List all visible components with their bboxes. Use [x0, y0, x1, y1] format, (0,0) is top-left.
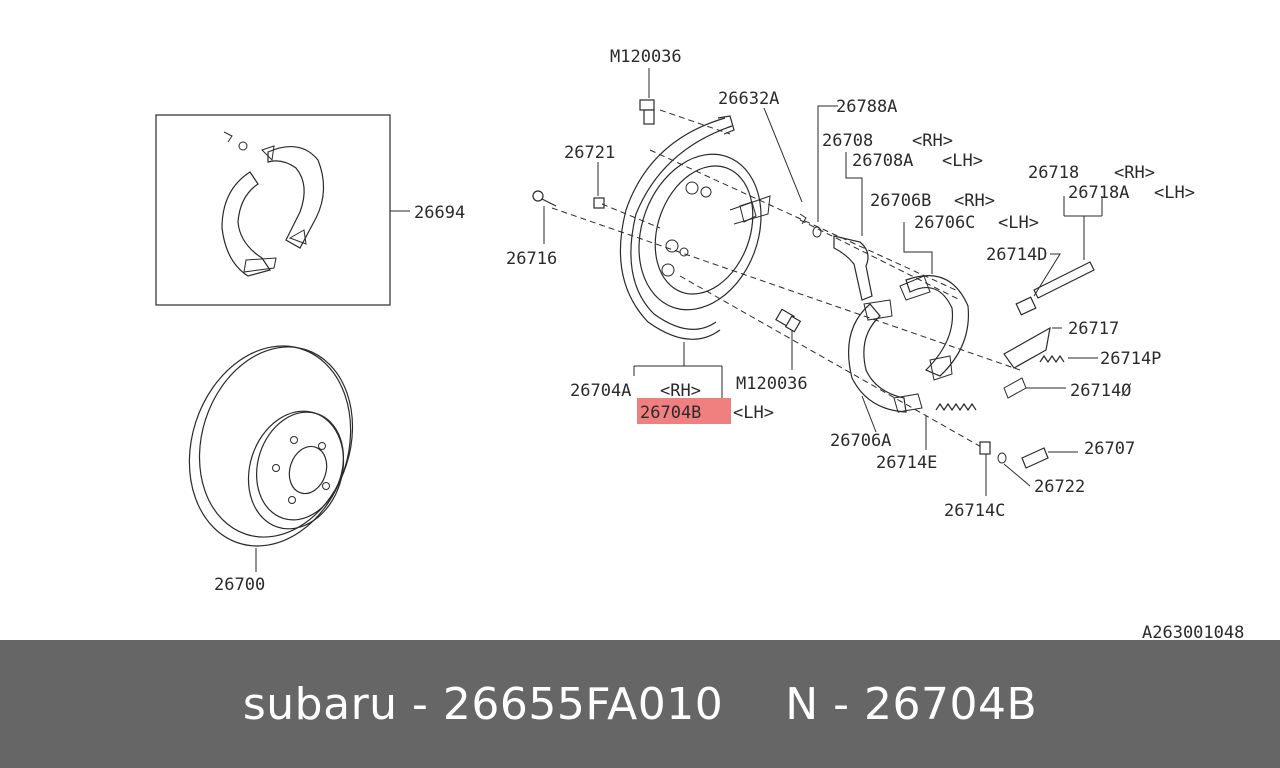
- label-rh-26704a: <RH>: [660, 381, 701, 401]
- label-m120036-mid: M120036: [736, 374, 808, 394]
- shoe-upper-drawing: [899, 275, 970, 381]
- label-rh-26718: <RH>: [1114, 163, 1155, 183]
- catalog-reference: A263001048: [1142, 623, 1244, 640]
- shoe-kit-box: [155, 114, 391, 306]
- label-26714p: 26714P: [1100, 349, 1161, 369]
- footer-ref-part: N - 26704B: [785, 678, 1038, 730]
- label-26714d: 26714D: [986, 245, 1047, 265]
- footer-bar: subaru - 26655FA010 N - 26704B: [0, 640, 1280, 768]
- label-26632a: 26632A: [718, 89, 779, 109]
- bolt-26716: [532, 190, 557, 244]
- shoe-lower-drawing: [847, 299, 923, 413]
- label-26722: 26722: [1034, 477, 1085, 497]
- label-26718a: 26718A: [1068, 183, 1129, 203]
- label-26717: 26717: [1068, 319, 1119, 339]
- label-26714e: 26714E: [876, 453, 937, 473]
- label-26708: 26708: [822, 131, 873, 151]
- rotor-drawing: [188, 345, 354, 547]
- label-26700: 26700: [214, 575, 265, 595]
- label-26704b: 26704B: [640, 403, 701, 423]
- label-26714c: 26714C: [944, 501, 1005, 521]
- label-26704a: 26704A: [570, 381, 631, 401]
- bolt-26721: [593, 162, 605, 209]
- shoe-kit-drawing: [221, 131, 325, 277]
- bolt-top: [639, 68, 655, 125]
- label-26788a: 26788A: [836, 97, 897, 117]
- bolt-mid: [775, 308, 802, 370]
- label-rh-26706b: <RH>: [954, 191, 995, 211]
- label-26716: 26716: [506, 249, 557, 269]
- highlight-26704b: [637, 398, 731, 424]
- label-26706a: 26706A: [830, 431, 891, 451]
- label-26721: 26721: [564, 143, 615, 163]
- label-lh-26704b: <LH>: [733, 403, 774, 423]
- parts-diagram: M120036 26632A 26788A 26708 <RH> 26708A …: [155, 47, 1244, 640]
- label-m120036-top: M120036: [610, 47, 682, 67]
- label-26706c: 26706C: [914, 213, 975, 233]
- backing-plate-drawing: [619, 115, 771, 340]
- label-26718: 26718: [1028, 163, 1079, 183]
- label-26694: 26694: [414, 203, 465, 223]
- label-26714o: 26714Ø: [1070, 381, 1131, 401]
- label-lh-26706c: <LH>: [998, 213, 1039, 233]
- label-lh-26718a: <LH>: [1154, 183, 1195, 203]
- label-26707: 26707: [1084, 439, 1135, 459]
- footer-brand-part: subaru - 26655FA010: [242, 678, 724, 730]
- label-26706b: 26706B: [870, 191, 931, 211]
- label-26708a: 26708A: [852, 151, 913, 171]
- label-rh-26708: <RH>: [912, 131, 953, 151]
- label-lh-26708a: <LH>: [942, 151, 983, 171]
